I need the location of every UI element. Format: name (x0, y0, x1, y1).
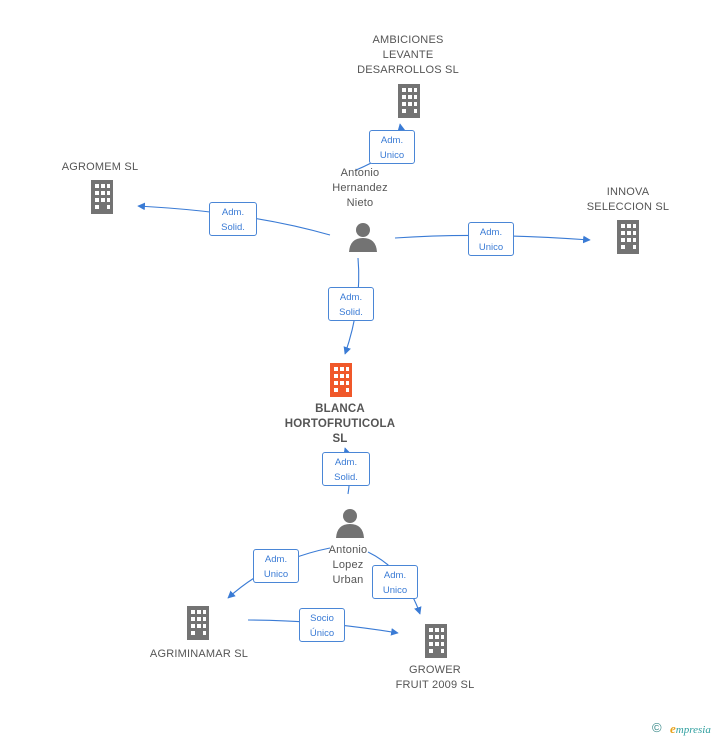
antonio-lopez-person-icon[interactable] (335, 508, 365, 538)
empresia-logo-e: e (670, 721, 676, 736)
edge-label-blanca-top[interactable]: Adm. Solid. (328, 287, 374, 321)
agromem-label[interactable]: AGROMEM SL (61, 161, 139, 173)
edge-label-innova[interactable]: Adm. Unico (468, 222, 514, 256)
antonio-hernandez-person-icon[interactable] (348, 222, 378, 252)
ambiciones-building-icon[interactable] (395, 84, 425, 118)
agriminamar-label[interactable]: AGRIMINAMAR SL (149, 648, 249, 660)
agromem-building-icon[interactable] (88, 180, 118, 214)
edge-label-agromem[interactable]: Adm. Solid. (209, 202, 257, 236)
innova-building-icon[interactable] (614, 220, 644, 254)
edge-label-socio[interactable]: Socio Único (299, 608, 345, 642)
innova-label[interactable]: INNOVA SELECCION SL (586, 186, 670, 213)
grower-building-icon[interactable] (422, 624, 452, 658)
ambiciones-label[interactable]: AMBICIONES LEVANTE DESARROLLOS SL (357, 34, 459, 76)
blanca-building-icon[interactable] (327, 363, 357, 397)
agriminamar-building-icon[interactable] (184, 606, 214, 640)
grower-label[interactable]: GROWER FRUIT 2009 SL (395, 664, 475, 691)
antonio-hernandez-label[interactable]: Antonio Hernandez Nieto (332, 167, 388, 209)
copyright-icon: © (652, 720, 662, 735)
empresia-logo[interactable]: empresia (670, 721, 711, 737)
edge-label-blanca-bottom[interactable]: Adm. Solid. (322, 452, 370, 486)
empresia-logo-rest: mpresia (675, 724, 711, 736)
edge-label-ambiciones[interactable]: Adm. Unico (369, 130, 415, 164)
edge-label-grower[interactable]: Adm. Unico (372, 565, 418, 599)
blanca-label[interactable]: BLANCA HORTOFRUTICOLA SL (284, 403, 396, 445)
antonio-lopez-label[interactable]: Antonio Lopez Urban (328, 544, 368, 586)
edge-label-agriminamar[interactable]: Adm. Unico (253, 549, 299, 583)
